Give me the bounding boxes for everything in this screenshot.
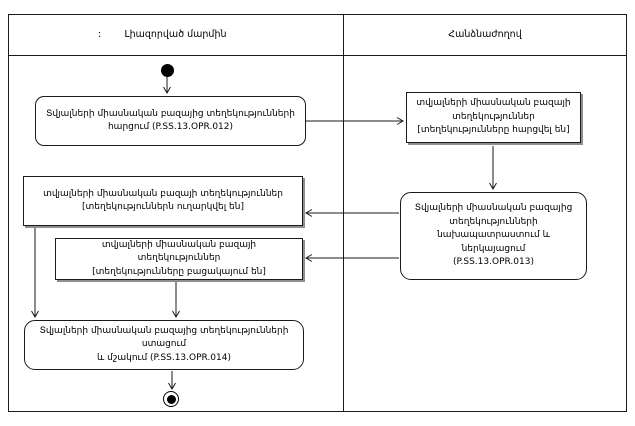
initial-node xyxy=(161,64,174,77)
object-node-state: [տեղեկությունները հարցվել են] xyxy=(417,125,570,136)
object-node-title: տվյալների միասնական բազայի տեղեկությունն… xyxy=(416,98,571,122)
lane-header-colon: : xyxy=(98,29,102,40)
object-node-title: տվյալների միասնական բազայի տեղեկությունն… xyxy=(101,239,257,264)
activity-node-label: Տվյալների միասնական բազայից տեղեկություն… xyxy=(46,108,295,133)
lane-header-commission: Հանձնաժողով xyxy=(448,29,522,40)
activity-node-opr013: Տվյալների միասնական բազայից տեղեկություն… xyxy=(400,192,587,280)
final-node-core xyxy=(166,394,176,404)
activity-node-label: Տվյալների միասնական բազայից տեղեկություն… xyxy=(414,203,573,268)
object-node-state: [տեղեկությունները բացակայում են] xyxy=(92,266,266,277)
lane-divider xyxy=(343,14,344,411)
activity-node-opr014: Տվյալների միասնական բազայից տեղեկություն… xyxy=(24,320,304,370)
object-node-state: [տեղեկություններն ուղարկվել են] xyxy=(82,202,244,212)
lane-header-authorized-body: Լիազորված մարմին xyxy=(124,29,227,40)
activity-node-label: Տվյալների միասնական բազայից տեղեկություն… xyxy=(39,325,289,363)
final-node xyxy=(163,391,179,407)
object-node-title: տվյալների միասնական բազայի տեղեկությունն… xyxy=(43,188,283,199)
lane-header-separator xyxy=(8,55,627,56)
activity-node-opr012: Տվյալների միասնական բազայից տեղեկություն… xyxy=(35,96,306,146)
swimlane-frame xyxy=(8,14,627,412)
object-node-info-requested: տվյալների միասնական բազայի տեղեկությունն… xyxy=(406,92,581,143)
object-node-info-sent: տվյալների միասնական բազայի տեղեկությունն… xyxy=(23,176,303,226)
object-node-info-absent: տվյալների միասնական բազայի տեղեկությունն… xyxy=(55,238,303,280)
